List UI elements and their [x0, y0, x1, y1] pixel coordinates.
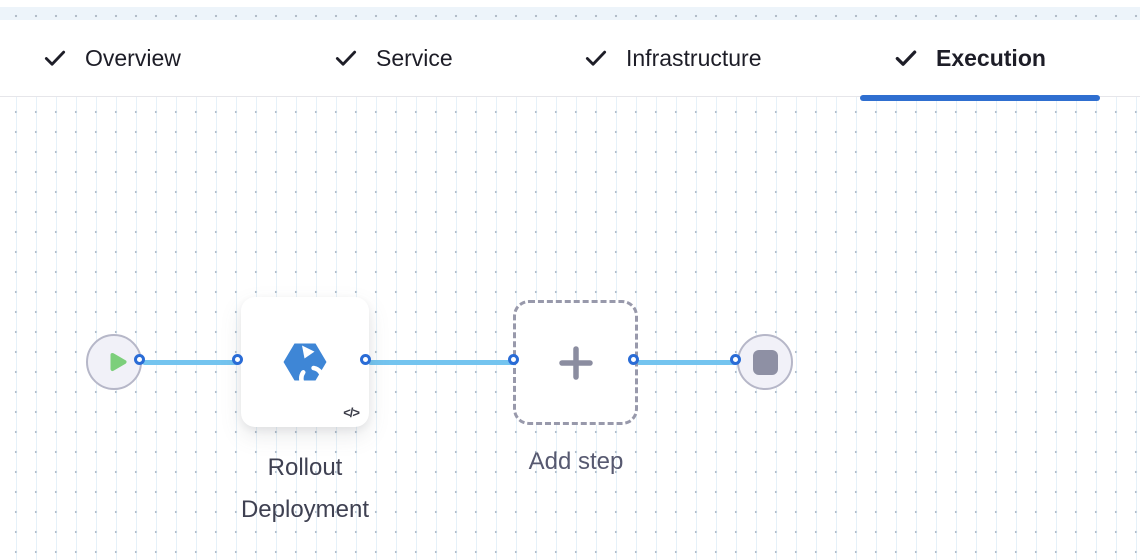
edge-start-to-step	[142, 360, 240, 365]
pipeline-start-node	[86, 334, 142, 390]
canvas-top-band	[0, 7, 1140, 20]
play-icon	[104, 349, 130, 375]
step-label-line2: Deployment	[240, 496, 370, 523]
tab-label: Infrastructure	[626, 44, 762, 71]
stop-icon	[752, 349, 778, 375]
edge-point[interactable]	[730, 354, 741, 365]
check-icon	[893, 45, 919, 71]
edge-point[interactable]	[360, 354, 371, 365]
step-node-rollout-deployment[interactable]: </>	[241, 297, 369, 427]
edge-step-to-addstep	[368, 360, 516, 365]
edge-addstep-to-end	[636, 360, 738, 365]
canvas-top-strip	[0, 0, 1140, 20]
edge-point[interactable]	[508, 354, 519, 365]
add-step-label: Add step	[528, 448, 624, 475]
tab-overview[interactable]: Overview	[42, 20, 181, 96]
pipeline-canvas[interactable]: </> Rollout Deployment Add step	[0, 97, 1140, 560]
tab-execution[interactable]: Execution	[893, 20, 1046, 96]
tab-service[interactable]: Service	[333, 20, 453, 96]
tab-infrastructure[interactable]: Infrastructure	[583, 20, 762, 96]
stage-tab-bar: Overview Service Infrastructure Executio…	[0, 20, 1140, 101]
check-icon	[333, 45, 359, 71]
edge-point[interactable]	[134, 354, 145, 365]
tab-label: Overview	[85, 44, 181, 71]
code-icon: </>	[343, 405, 360, 420]
add-step-node[interactable]	[513, 300, 638, 425]
tab-label: Service	[376, 44, 453, 71]
active-tab-underline	[860, 95, 1100, 101]
tab-label: Execution	[936, 44, 1046, 71]
plus-icon	[554, 341, 598, 385]
rollout-deployment-icon	[281, 338, 329, 392]
check-icon	[583, 45, 609, 71]
step-label-line1: Rollout	[267, 454, 343, 481]
edge-point[interactable]	[232, 354, 243, 365]
edge-point[interactable]	[628, 354, 639, 365]
check-icon	[42, 45, 68, 71]
step-label: Rollout Deployment	[185, 447, 425, 531]
pipeline-end-node	[737, 334, 793, 390]
